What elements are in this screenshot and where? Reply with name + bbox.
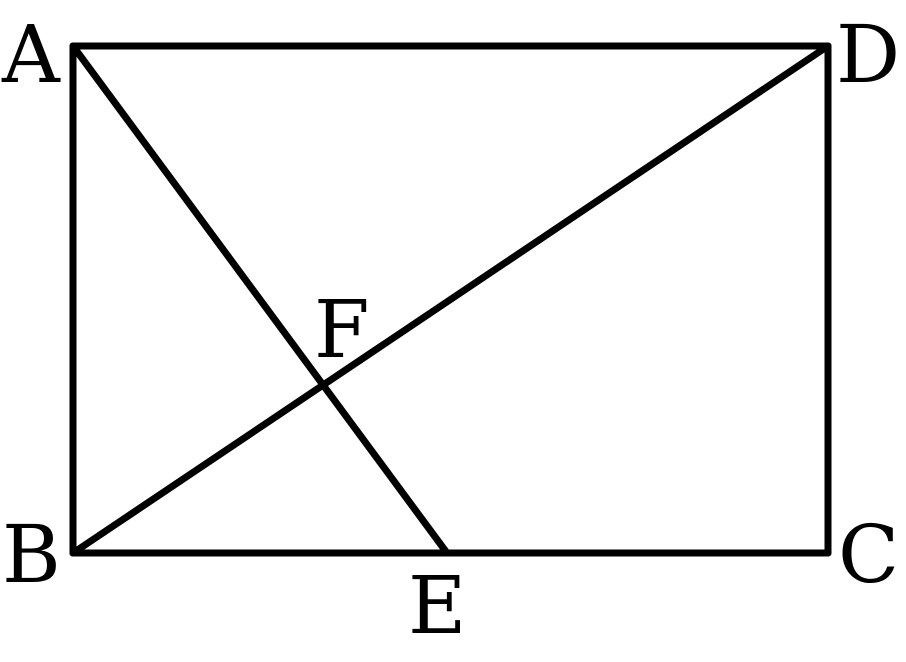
segment-AE (69, 42, 451, 557)
label-D: D (836, 8, 900, 101)
label-F: F (314, 283, 370, 376)
label-C: C (838, 508, 899, 601)
label-A: A (1, 8, 61, 101)
segment-BD (69, 42, 832, 557)
label-E: E (408, 559, 466, 652)
label-B: B (2, 508, 61, 601)
